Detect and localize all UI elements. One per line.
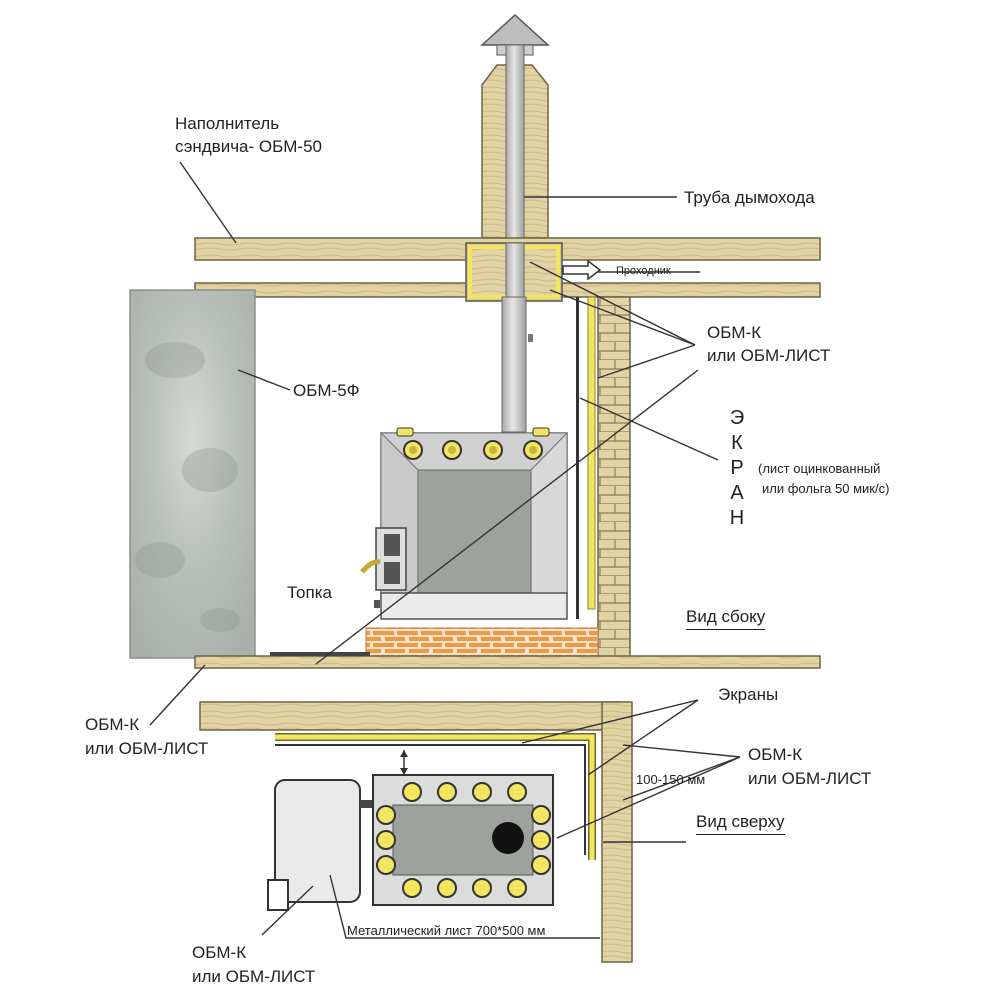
stove-side-stones [396, 427, 550, 460]
label-obm-k-right-2: или ОБМ-ЛИСТ [748, 769, 872, 788]
top-screen-dark [275, 744, 586, 855]
stove-top-stones [376, 782, 551, 898]
metal-sheet-top [267, 779, 374, 911]
pass-through-box [465, 242, 563, 302]
label-chimney-pipe: Труба дымохода [684, 188, 815, 207]
label-metal-sheet: Металлический лист 700*500 мм [347, 923, 546, 938]
top-wall-board [199, 701, 621, 731]
chimney-pipe-lower [501, 296, 527, 433]
label-screens: Экраны [718, 685, 779, 704]
side-screen-dark [576, 297, 579, 619]
side-floor-sheet [270, 652, 370, 656]
label-pass-through: Проходник [616, 265, 671, 277]
side-screen-yellow [587, 296, 596, 610]
label-obm-k-right-1: ОБМ-К [748, 745, 803, 764]
obm-5f-texture [135, 342, 240, 632]
pass-through-arrow-icon [562, 259, 602, 281]
side-brick-wall [597, 296, 631, 668]
label-obm-k-bottom-2: или ОБМ-ЛИСТ [192, 967, 316, 986]
obm-5f-board [129, 289, 256, 659]
label-top-view: Вид сверху [696, 811, 785, 835]
gap-indicator-icon [400, 750, 408, 775]
label-obm-k-left-2: или ОБМ-ЛИСТ [85, 739, 209, 758]
leader-lines [149, 161, 741, 939]
label-obm-k-top-2: или ОБМ-ЛИСТ [707, 346, 831, 365]
label-screen-vertical: ЭКРАН [729, 407, 745, 529]
side-floor-board [194, 655, 821, 669]
label-sandwich-filler-2: сэндвича- ОБМ-50 [175, 137, 323, 156]
label-screen-note-2: или фольга 50 мик/с) [762, 481, 890, 496]
label-side-view: Вид сбоку [686, 606, 766, 630]
brick-floor-base [365, 627, 599, 659]
label-sandwich-filler-1: Наполнитель [175, 114, 280, 133]
top-wall-column [601, 701, 633, 963]
label-obm-k-top-1: ОБМ-К [707, 323, 762, 342]
label-gap-distance: 100-150 мм [636, 772, 706, 787]
stove-side-view [360, 431, 569, 620]
pipe-damper [528, 334, 533, 342]
label-obm-k-left-1: ОБМ-К [85, 715, 140, 734]
stove-top-view [372, 774, 554, 906]
label-screen-note-1: (лист оцинкованный [758, 461, 881, 476]
label-obm-5f: ОБМ-5Ф [293, 381, 360, 400]
label-obm-k-bottom-1: ОБМ-К [192, 943, 247, 962]
label-firebox: Топка [287, 583, 332, 602]
